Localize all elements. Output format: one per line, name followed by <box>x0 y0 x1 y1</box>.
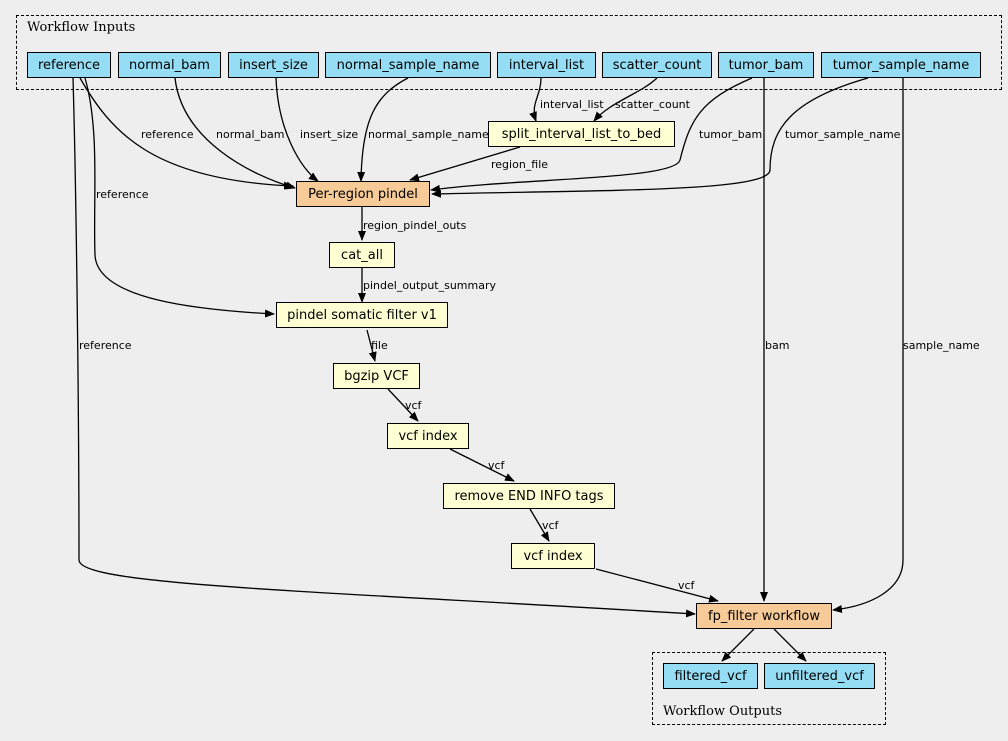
step-pindel-somatic-filter[interactable]: pindel somatic filter v1 <box>276 302 448 328</box>
input-tumor-bam[interactable]: tumor_bam <box>718 52 814 78</box>
step-cat-all[interactable]: cat_all <box>329 242 395 268</box>
edge-reference-to-fp-filter <box>72 77 696 618</box>
step-bgzip-vcf[interactable]: bgzip VCF <box>333 363 420 389</box>
edge-split-to-pindel <box>409 146 521 182</box>
edge-label-region-pindel-outs: region_pindel_outs <box>363 219 467 232</box>
workflow-outputs-cluster <box>652 652 886 725</box>
edge-label-tumor-bam: tumor_bam <box>699 128 763 141</box>
edge-label-normal-sample-name: normal_sample_name <box>368 128 489 141</box>
edge-label-scatter-count: scatter_count <box>615 98 690 111</box>
step-remove-end-info-tags[interactable]: remove END INFO tags <box>443 483 615 509</box>
input-reference[interactable]: reference <box>27 52 111 78</box>
edge-tumor-sample-name-to-fp-filter <box>832 78 904 614</box>
edge-label-vcf-1: vcf <box>405 399 422 412</box>
edge-label-vcf-4: vcf <box>678 579 695 592</box>
output-filtered-vcf[interactable]: filtered_vcf <box>663 663 758 689</box>
workflow-inputs-cluster <box>16 15 1002 90</box>
edge-somatic-filter-to-bgzip <box>366 329 377 362</box>
edge-label-insert-size: insert_size <box>300 128 359 141</box>
edge-interval-list-to-split <box>529 77 542 122</box>
edge-label-reference-fp: reference <box>79 339 132 352</box>
edge-normal-bam-to-pindel <box>174 77 296 190</box>
input-normal-sample-name[interactable]: normal_sample_name <box>325 52 491 78</box>
edge-remove-end-to-vcf-index <box>529 508 550 542</box>
step-fp-filter-workflow[interactable]: fp_filter workflow <box>696 603 832 629</box>
step-split-interval-list-to-bed[interactable]: split_interval_list_to_bed <box>488 121 675 147</box>
edge-insert-size-to-pindel <box>275 77 319 182</box>
edge-label-reference-pindel: reference <box>141 128 194 141</box>
edge-label-reference-filter: reference <box>96 188 149 201</box>
edge-label-vcf-2: vcf <box>488 459 505 472</box>
edge-reference-to-pindel <box>79 77 294 190</box>
edge-label-normal-bam: normal_bam <box>216 128 285 141</box>
edge-reference-to-somatic-filter <box>84 77 275 318</box>
edge-vcf-index-to-fp-filter <box>595 568 719 603</box>
edge-label-interval-list: interval_list <box>540 98 604 111</box>
edge-normal-sample-name-to-pindel <box>357 77 409 182</box>
step-per-region-pindel[interactable]: Per-region pindel <box>296 181 430 207</box>
edge-fp-filter-to-filtered-vcf <box>721 628 755 662</box>
edge-label-sample-name: sample_name <box>903 339 980 352</box>
edge-label-bam: bam <box>765 339 790 352</box>
edge-fp-filter-to-unfiltered-vcf <box>773 628 807 662</box>
edge-label-vcf-3: vcf <box>542 519 559 532</box>
input-scatter-count[interactable]: scatter_count <box>602 52 712 78</box>
workflow-inputs-label: Workflow Inputs <box>27 20 136 35</box>
output-unfiltered-vcf[interactable]: unfiltered_vcf <box>764 663 875 689</box>
step-vcf-index-2[interactable]: vcf index <box>511 543 595 569</box>
input-interval-list[interactable]: interval_list <box>497 52 596 78</box>
edge-vcf-index-to-remove-end <box>449 448 515 482</box>
edge-label-tumor-sample-name: tumor_sample_name <box>785 128 901 141</box>
edge-label-pindel-output-summary: pindel_output_summary <box>363 279 497 292</box>
input-normal-bam[interactable]: normal_bam <box>118 52 221 78</box>
input-insert-size[interactable]: insert_size <box>228 52 319 78</box>
step-vcf-index-1[interactable]: vcf index <box>387 423 469 449</box>
input-tumor-sample-name[interactable]: tumor_sample_name <box>821 52 981 78</box>
edge-scatter-count-to-split <box>593 77 658 122</box>
edge-tumor-bam-to-pindel <box>430 77 753 193</box>
edge-label-file: file <box>371 339 388 352</box>
edge-bgzip-to-vcf-index <box>387 388 419 422</box>
edge-label-region-file: region_file <box>491 158 549 171</box>
workflow-outputs-label: Workflow Outputs <box>663 704 782 719</box>
